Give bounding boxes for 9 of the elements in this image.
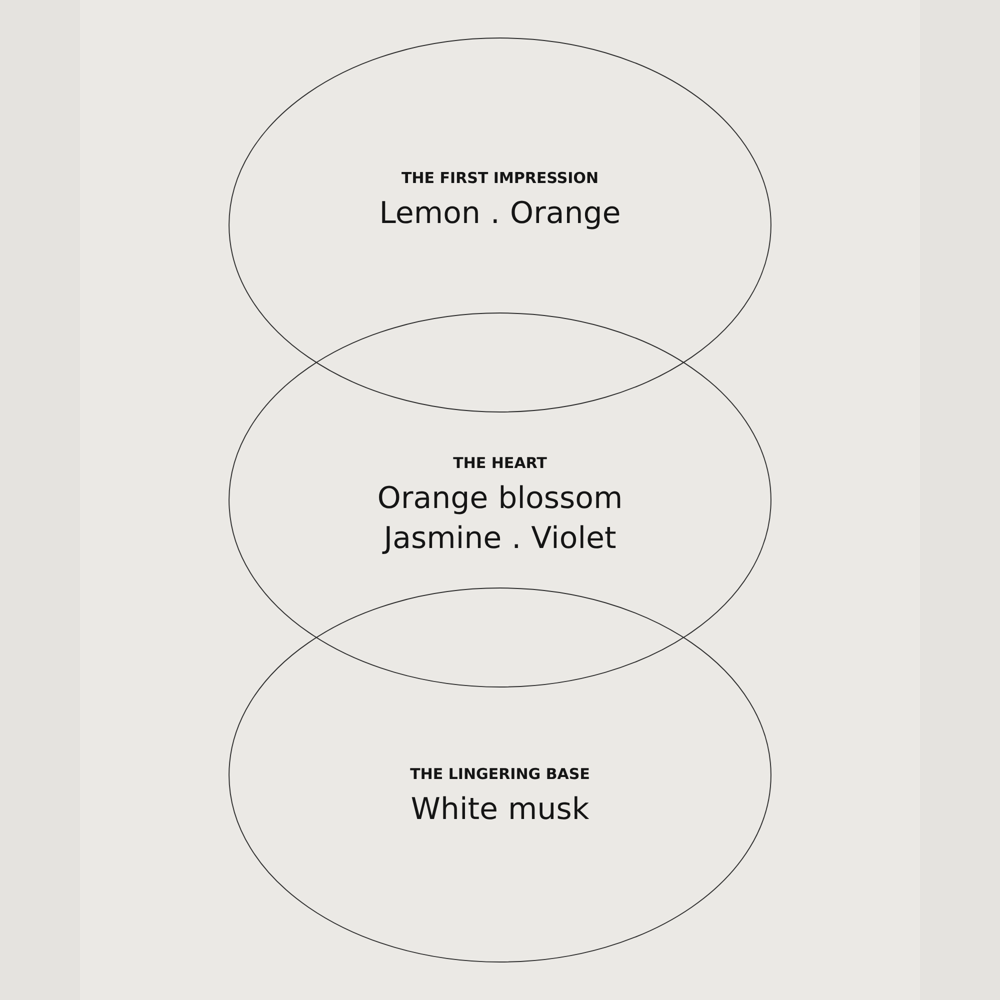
section-heading: THE HEART [453, 457, 547, 468]
ellipse [228, 312, 772, 688]
ellipse [228, 38, 772, 412]
body-text: White musk [412, 796, 590, 820]
section-heading: THE LINGERING BASE [410, 768, 589, 780]
body-text: Orange blossom Jasmine . Violet [379, 485, 620, 554]
ellipse [228, 588, 772, 962]
body-text: Lemon . Orange [382, 200, 620, 230]
section-heading: THE FIRST IMPRESSION [402, 172, 598, 184]
